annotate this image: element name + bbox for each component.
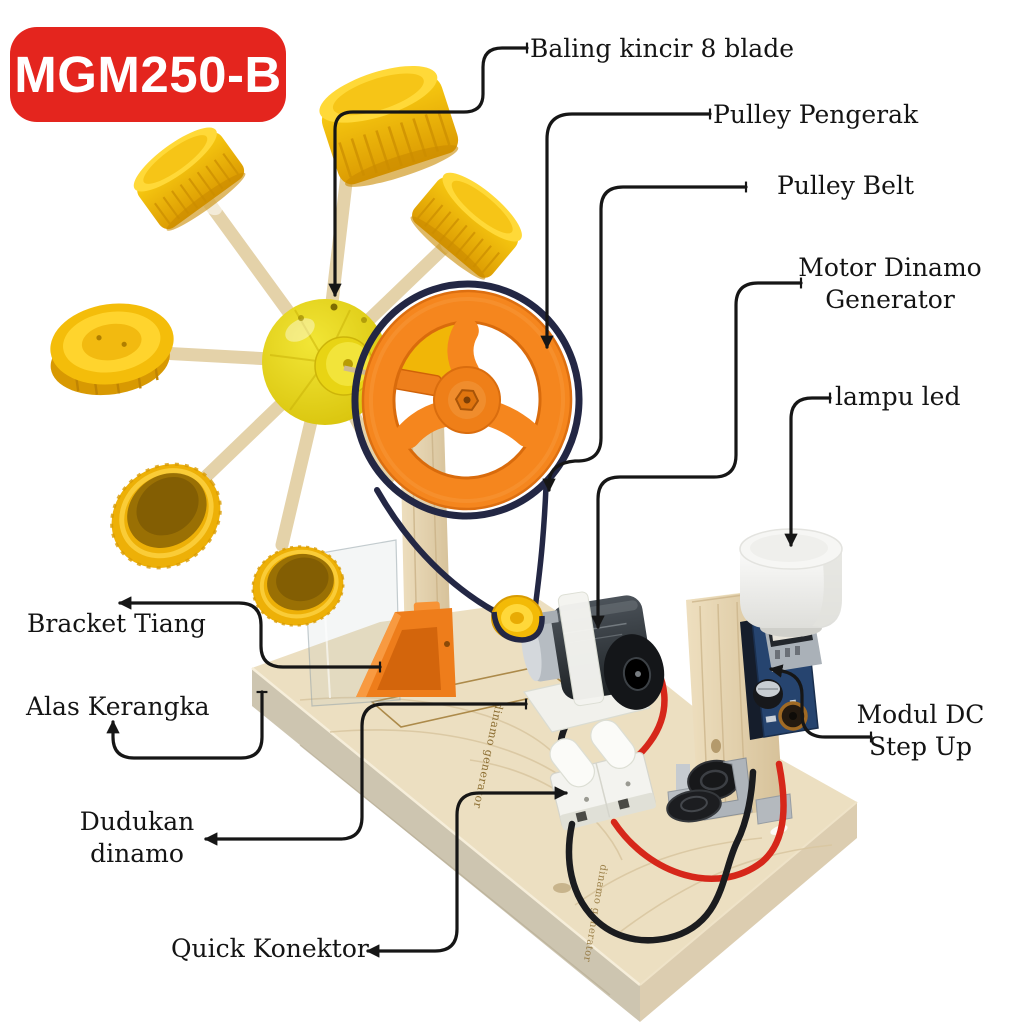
belt-wrap <box>491 611 545 643</box>
red-wire <box>610 760 787 882</box>
callout-mount <box>203 698 528 846</box>
label-motor: Motor Dinamo Generator <box>795 252 985 316</box>
connector-lever <box>590 719 636 769</box>
label-mount-line2: dinamo <box>90 839 184 868</box>
callout-motor <box>591 277 803 630</box>
callout-blade <box>328 42 529 298</box>
wood-knot <box>553 883 571 893</box>
callout-pulley-drive <box>540 108 712 350</box>
label-pulley-drive: Pulley Pengerak <box>713 100 919 129</box>
label-module-line1: Modul DC <box>856 700 985 729</box>
label-module-line2: Step Up <box>869 732 972 761</box>
label-connector: Quick Konektor <box>171 934 369 963</box>
wires-module <box>565 760 787 944</box>
label-base: Alas Kerangka <box>26 692 210 721</box>
cap-blade-lower-left <box>110 462 222 570</box>
callout-led <box>784 392 832 548</box>
label-mount-line1: Dudukan <box>79 807 195 836</box>
label-mount: Dudukan dinamo <box>58 806 216 870</box>
label-bracket: Bracket Tiang <box>27 609 206 638</box>
motor-dynamo <box>521 591 665 710</box>
cap-blade-upper-left <box>123 116 253 239</box>
magnets <box>666 757 753 823</box>
callout-module <box>769 664 873 743</box>
capacitor <box>753 679 783 709</box>
label-module: Modul DC Step Up <box>843 699 998 763</box>
quick-connector <box>549 719 656 831</box>
model-badge: MGM250-B <box>10 27 286 122</box>
callout-bracket <box>117 596 382 673</box>
windmill-hub <box>262 299 388 425</box>
callout-pulley-belt <box>542 181 748 493</box>
label-led: lampu led <box>835 382 961 411</box>
motor-pulley <box>491 595 559 643</box>
label-motor-line2: Generator <box>825 285 955 314</box>
motor-strap <box>557 591 605 707</box>
black-wire <box>565 768 757 944</box>
cap-blade-left <box>50 303 174 396</box>
callouts <box>106 42 873 958</box>
connector-lever <box>549 738 596 788</box>
label-motor-line1: Motor Dinamo <box>798 253 982 282</box>
label-pulley-belt: Pulley Belt <box>777 171 914 200</box>
label-blade: Baling kincir 8 blade <box>530 34 795 63</box>
callout-connector <box>365 786 569 958</box>
